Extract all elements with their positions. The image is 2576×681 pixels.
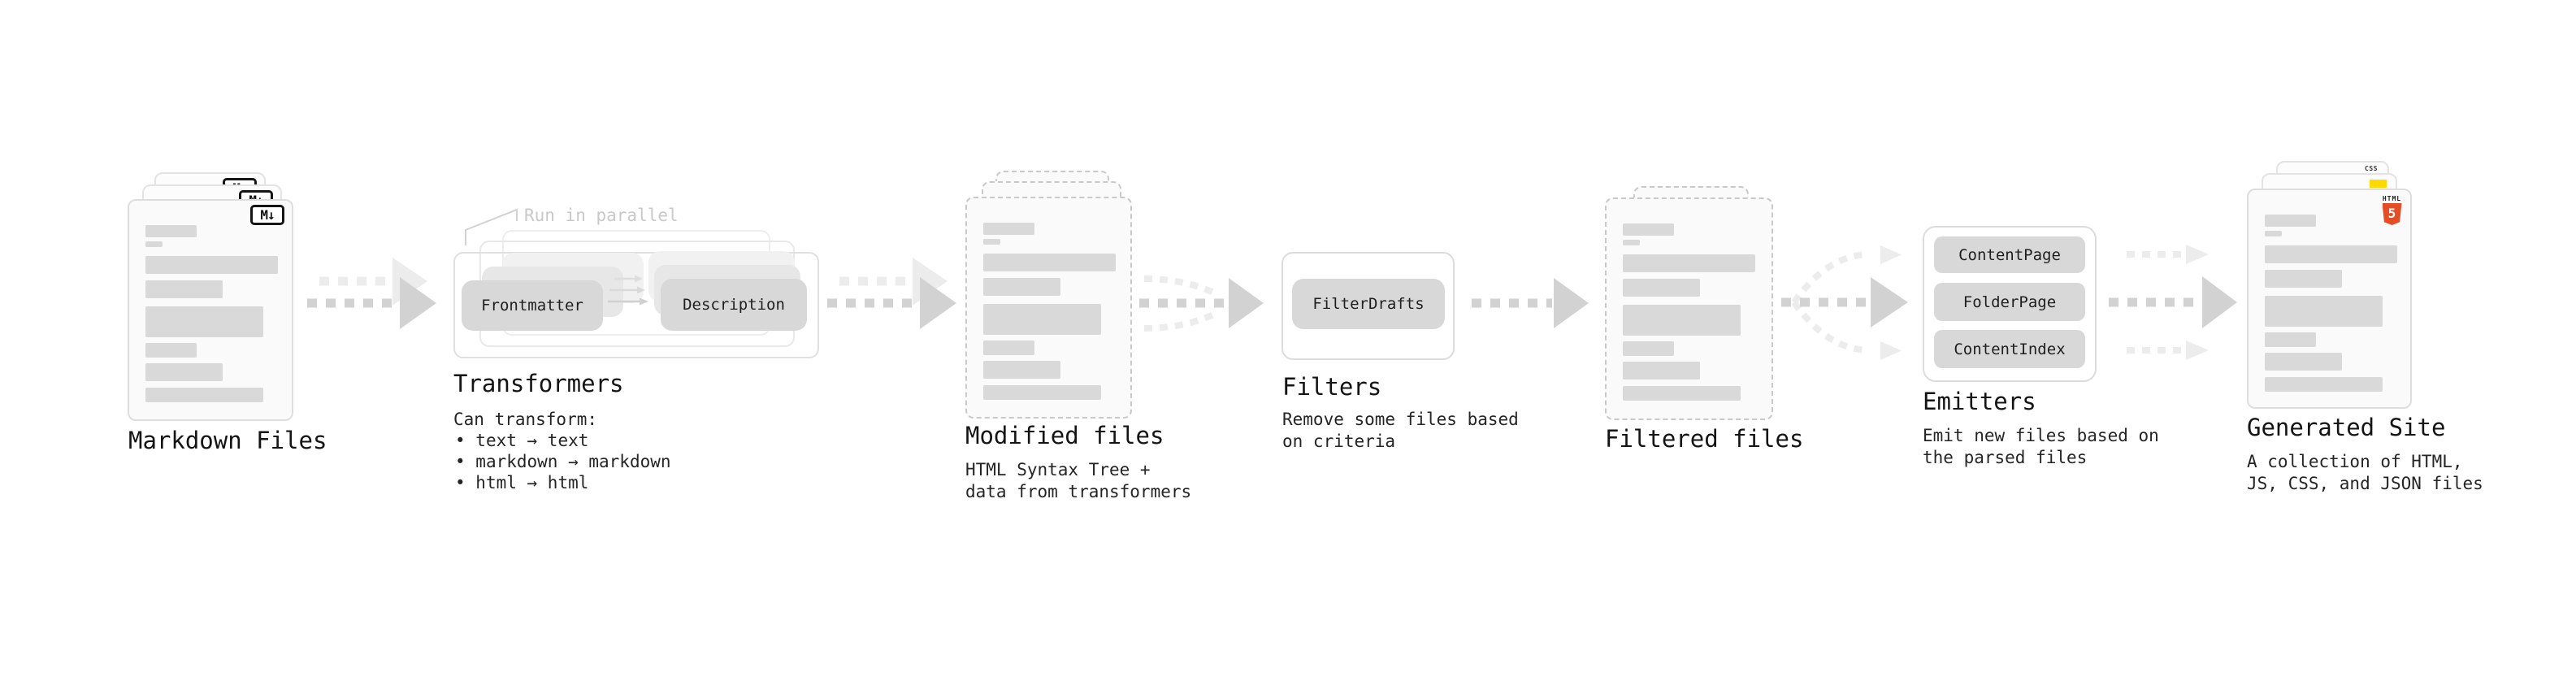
description-line: on criteria [1282,432,1396,451]
stage-markdown-files: M↓ M↓ M↓ [128,172,323,421]
text-line [2265,296,2383,327]
text-line [983,385,1101,400]
text-line [1623,386,1741,401]
description-line: HTML Syntax Tree + [965,460,1151,479]
text-line [2265,231,2282,236]
text-line [983,340,1034,355]
text-line [145,363,223,381]
text-line [145,225,197,237]
transformer-node-frontmatter: Frontmatter [462,280,603,331]
text-line [1623,279,1700,297]
text-line [983,254,1116,271]
text-line [1623,240,1640,245]
description-line: Remove some files based [1282,410,1519,429]
css-icon-label: CSS [2365,165,2378,172]
emitter-node-contentindex: ContentIndex [1934,330,2085,368]
stage-title-filters: Filters [1282,373,1382,401]
stage-title-filtered-files: Filtered files [1605,425,1804,453]
arrow-filters-to-filtered [1472,278,1589,328]
document-placeholder-lines [1623,223,1755,401]
text-line [983,223,1034,235]
html5-icon-label: HTML [2382,195,2402,202]
text-line [2265,245,2397,263]
text-line [1623,305,1741,336]
description-line: JS, CSS, and JSON files [2247,474,2483,493]
filters-description: Remove some files based on criteria [1282,409,1519,453]
html5-file-icon: HTML 5 [2381,195,2403,225]
description-line: Emit new files based on [1923,426,2159,445]
text-line [983,239,1000,245]
stage-title-emitters: Emitters [1923,388,2036,415]
stage-title-transformers: Transformers [453,370,624,397]
document-placeholder-lines [2265,215,2397,392]
text-line [1623,254,1755,272]
file-card-front: HTML 5 [2247,189,2412,409]
bullet-item: text → text [455,430,671,451]
emitter-node-contentpage: ContentPage [1934,236,2085,273]
text-line [983,361,1060,379]
transformers-bullet-list: text → text markdown → markdown html → h… [455,430,671,493]
transformer-node-description: Description [661,279,807,331]
arrow-emitters-to-generated [2109,245,2237,360]
stage-generated-site: CSS HTML 5 [2247,161,2442,410]
stage-title-generated-site: Generated Site [2247,414,2446,441]
text-line [145,306,263,337]
run-in-parallel-leader-line [465,208,518,245]
stage-title-markdown-files: Markdown Files [128,427,327,454]
arrow-transformers-to-modified [827,258,956,329]
text-line [2265,215,2316,227]
bullet-item: html → html [455,472,671,493]
parallel-arrows-icon [608,275,648,306]
markdown-icon: M↓ [250,205,284,225]
transformers-description-heading: Can transform: [453,410,598,429]
filter-node-filterdrafts: FilterDrafts [1292,279,1445,329]
run-in-parallel-note: Run in parallel [524,206,679,225]
description-line: data from transformers [965,482,1192,501]
text-line [983,278,1060,296]
text-line [145,388,263,402]
text-line [145,256,278,274]
document-placeholder-lines [983,223,1116,400]
text-line [145,241,163,247]
html5-icon-shield: 5 [2382,203,2402,225]
text-line [1623,341,1674,356]
text-line [1623,223,1674,236]
description-line: the parsed files [1923,448,2088,467]
arrow-modified-to-filters [1139,275,1264,332]
text-line [2265,270,2342,288]
stage-filtered-files [1605,186,1800,422]
bullet-item: markdown → markdown [455,451,670,472]
stage-modified-files [965,171,1160,419]
text-line [2265,377,2383,392]
text-line [1623,362,1700,380]
text-line [983,304,1101,335]
emitters-description: Emit new files based on the parsed files [1923,425,2159,469]
text-line [2265,332,2316,347]
generated-site-description: A collection of HTML, JS, CSS, and JSON … [2247,451,2483,495]
document-placeholder-lines [145,225,278,402]
text-line [2265,353,2342,371]
description-line: A collection of HTML, [2247,452,2463,471]
arrow-markdown-to-transformers [307,258,436,329]
arrow-filtered-to-emitters [1781,245,1908,360]
modified-files-description: HTML Syntax Tree + data from transformer… [965,459,1191,503]
file-card-front: M↓ [128,199,293,421]
js-file-icon [2370,180,2387,188]
text-line [145,343,197,358]
text-line [145,280,223,298]
file-card-front [965,197,1132,419]
file-card-front [1605,197,1773,420]
stage-title-modified-files: Modified files [965,422,1164,449]
emitter-node-folderpage: FolderPage [1934,283,2085,321]
